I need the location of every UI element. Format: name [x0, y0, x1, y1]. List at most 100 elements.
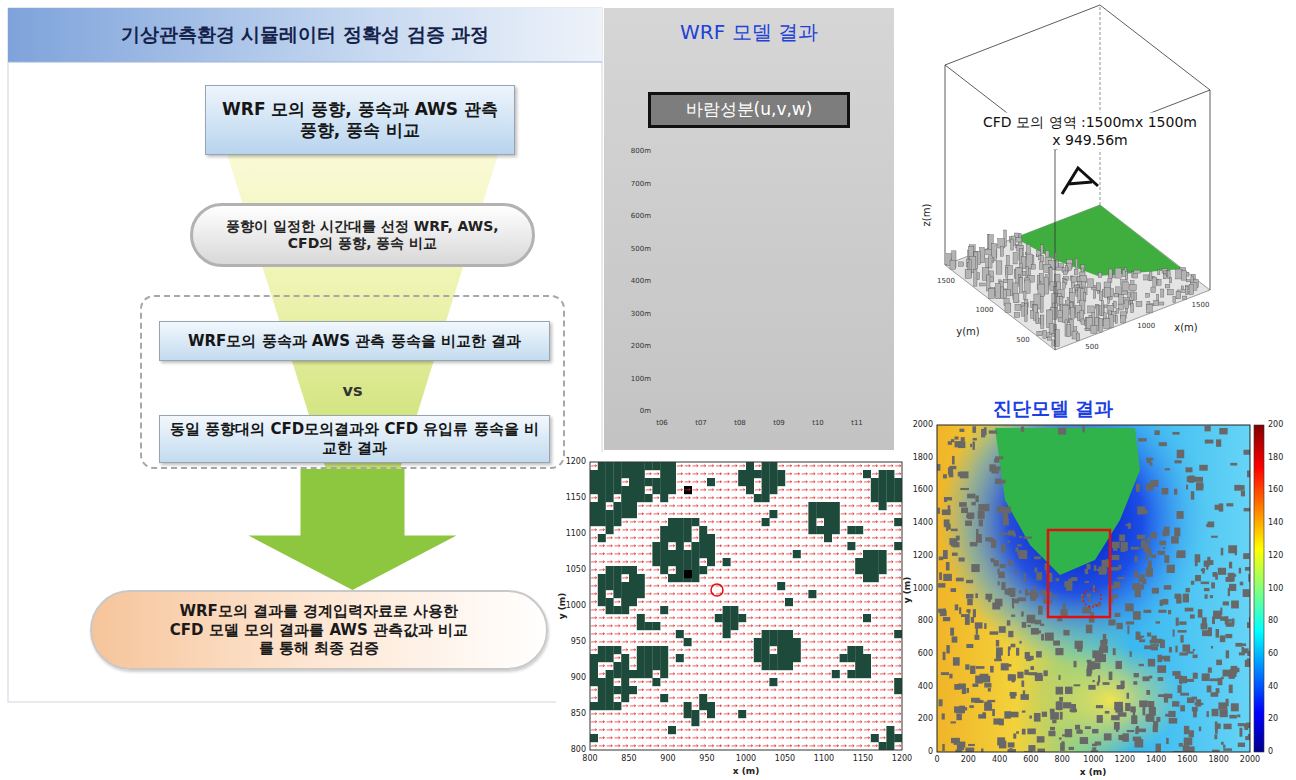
- building: [990, 631, 999, 634]
- building: [1146, 714, 1154, 722]
- building: [1181, 286, 1183, 289]
- building-cell: [590, 478, 598, 486]
- building: [1159, 541, 1166, 546]
- building: [1027, 615, 1036, 623]
- building: [1229, 562, 1232, 569]
- building: [1182, 644, 1190, 651]
- building: [999, 741, 1006, 749]
- building: [1189, 730, 1194, 737]
- building-cell: [621, 598, 629, 606]
- building-cell: [777, 654, 785, 662]
- building: [1221, 548, 1224, 556]
- building: [1113, 648, 1116, 655]
- building-cell: [652, 542, 660, 550]
- building-cell: [738, 470, 746, 478]
- building: [1041, 245, 1043, 254]
- building: [1008, 530, 1015, 535]
- building: [1160, 640, 1165, 648]
- building: [1172, 701, 1179, 707]
- building-cell: [652, 622, 660, 630]
- building: [1119, 565, 1122, 569]
- building: [959, 429, 964, 432]
- building: [989, 464, 995, 471]
- building: [1186, 588, 1190, 592]
- building: [999, 626, 1006, 633]
- node-label: 동일 풍향대의 CFD모의결과와 CFD 유입류 풍속을 비교한 결과: [168, 420, 541, 458]
- building: [1169, 718, 1178, 724]
- building-cell: [785, 630, 793, 638]
- building: [1191, 581, 1194, 585]
- building: [1036, 651, 1042, 657]
- low-wind-zone: [940, 425, 1210, 665]
- building-cell: [676, 630, 684, 638]
- building: [1139, 664, 1144, 666]
- colorbar-tick: 200: [1268, 421, 1283, 430]
- building: [1138, 438, 1146, 441]
- cube-top: [945, 5, 1210, 150]
- building: [1185, 608, 1194, 612]
- building: [1113, 594, 1118, 598]
- building: [1144, 645, 1152, 649]
- building: [1208, 560, 1214, 565]
- building-cell: [676, 574, 684, 582]
- building: [956, 578, 964, 582]
- building: [1122, 733, 1128, 741]
- building: [1094, 565, 1097, 571]
- building-cell: [707, 542, 715, 550]
- building: [1074, 661, 1077, 667]
- building: [1219, 428, 1227, 434]
- colorbar-tick: 0: [1268, 748, 1273, 757]
- building: [1021, 680, 1024, 686]
- building-cell: [676, 518, 684, 526]
- building: [1019, 278, 1023, 293]
- building: [1043, 670, 1047, 676]
- building: [1069, 747, 1074, 750]
- building-cell: [629, 582, 637, 590]
- building: [1029, 715, 1032, 718]
- node-label: 바람성분(u,v,w): [686, 99, 813, 120]
- building-cell: [762, 486, 770, 494]
- building: [954, 684, 960, 690]
- building-cell: [699, 542, 707, 550]
- building-cell: [621, 670, 629, 678]
- diagnostic-map: [937, 425, 1250, 752]
- building: [1132, 292, 1137, 300]
- building: [988, 599, 990, 601]
- building-cell: [707, 478, 715, 486]
- building-cell: [715, 614, 723, 622]
- building: [1007, 540, 1010, 542]
- building-cell: [886, 478, 894, 486]
- axis-tick: 900: [571, 674, 586, 683]
- building-cell: [652, 662, 660, 670]
- cube-edge: [1055, 150, 1056, 350]
- building: [1158, 551, 1165, 555]
- building-cell: [832, 526, 840, 534]
- building: [949, 466, 956, 469]
- building: [1171, 536, 1179, 543]
- building: [996, 283, 1001, 298]
- building: [1229, 685, 1233, 694]
- building: [1093, 290, 1095, 299]
- building: [950, 260, 956, 269]
- building: [1030, 593, 1036, 601]
- building-cell: [606, 686, 614, 694]
- building: [1164, 555, 1169, 563]
- node-label: vs: [142, 381, 563, 401]
- building: [1202, 673, 1210, 681]
- building: [1047, 337, 1051, 340]
- building-cell: [793, 654, 801, 662]
- building: [1195, 575, 1201, 581]
- building: [1108, 297, 1110, 303]
- building-cell: [621, 694, 629, 702]
- building: [1147, 305, 1153, 313]
- building-cell: [645, 646, 653, 654]
- building-cell: [723, 558, 731, 566]
- building-cell: [613, 582, 621, 590]
- building: [1186, 651, 1194, 653]
- building: [1104, 318, 1110, 328]
- building-cell: [629, 598, 637, 606]
- building-cell: [754, 494, 762, 502]
- building: [959, 707, 967, 710]
- building: [943, 550, 948, 559]
- building: [1182, 296, 1186, 299]
